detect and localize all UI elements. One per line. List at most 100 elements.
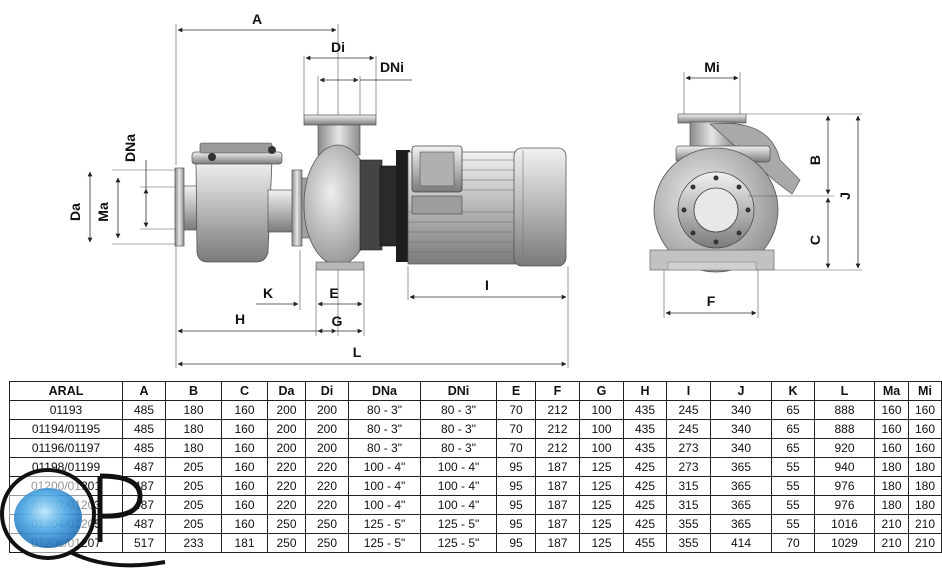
table-cell-mi: 160	[908, 400, 942, 420]
table-cell-dna: 100 - 4"	[348, 495, 421, 515]
table-cell-e: 95	[496, 495, 536, 515]
table-cell-b: 180	[165, 419, 222, 439]
table-cell-g: 100	[579, 438, 624, 458]
table-cell-da: 200	[267, 419, 306, 439]
table-cell-f: 187	[535, 495, 580, 515]
table-cell-a: 485	[122, 419, 166, 439]
table-cell-i: 315	[666, 476, 711, 496]
table-cell-b: 205	[165, 476, 222, 496]
table-cell-j: 340	[710, 419, 772, 439]
table-cell-j: 365	[710, 495, 772, 515]
table-cell-h: 435	[623, 438, 667, 458]
table-cell-i: 245	[666, 400, 711, 420]
table-cell-g: 125	[579, 457, 624, 477]
side-view-dimensions: A Di DNi DNa Da Ma K E	[67, 11, 569, 368]
table-cell-l: 888	[814, 400, 875, 420]
table-cell-b: 233	[165, 533, 222, 553]
table-cell-l: 1029	[814, 533, 875, 553]
table-cell-g: 125	[579, 495, 624, 515]
column-header-j: J	[710, 381, 772, 401]
table-cell-i: 355	[666, 533, 711, 553]
table-cell-i: 273	[666, 438, 711, 458]
table-row: 01206/01207517233181250250125 - 5"125 - …	[9, 533, 942, 553]
table-cell-f: 187	[535, 476, 580, 496]
table-cell-k: 65	[771, 419, 815, 439]
table-cell-h: 425	[623, 457, 667, 477]
table-cell-k: 55	[771, 457, 815, 477]
table-cell-j: 340	[710, 400, 772, 420]
table-cell-c: 160	[221, 514, 268, 534]
table-cell-mi: 210	[908, 533, 942, 553]
table-cell-di: 250	[305, 533, 349, 553]
table-cell-j: 365	[710, 457, 772, 477]
column-header-ma: Ma	[874, 381, 909, 401]
dim-label-L: L	[353, 344, 362, 360]
table-cell-e: 70	[496, 400, 536, 420]
table-cell-mi: 180	[908, 495, 942, 515]
table-cell-l: 1016	[814, 514, 875, 534]
table-cell-da: 200	[267, 438, 306, 458]
column-header-e: E	[496, 381, 536, 401]
table-cell-da: 250	[267, 514, 306, 534]
dim-label-Ma: Ma	[95, 202, 111, 222]
dim-label-E: E	[329, 285, 338, 301]
dim-label-Mi: Mi	[704, 59, 720, 75]
table-cell-i: 315	[666, 495, 711, 515]
column-header-mi: Mi	[908, 381, 942, 401]
table-cell-da: 220	[267, 495, 306, 515]
table-cell-j: 340	[710, 438, 772, 458]
table-cell-b: 205	[165, 495, 222, 515]
side-view-pump	[174, 114, 567, 271]
table-cell-h: 435	[623, 419, 667, 439]
dim-label-I: I	[485, 277, 489, 293]
table-cell-dni: 100 - 4"	[420, 495, 497, 515]
column-header-dni: DNi	[420, 381, 497, 401]
table-cell-h: 455	[623, 533, 667, 553]
table-cell-b: 180	[165, 438, 222, 458]
table-cell-mi: 160	[908, 438, 942, 458]
table-cell-k: 55	[771, 476, 815, 496]
dim-label-C: C	[807, 235, 823, 245]
table-cell-g: 100	[579, 400, 624, 420]
table-cell-l: 976	[814, 495, 875, 515]
table-cell-h: 435	[623, 400, 667, 420]
table-cell-dna: 125 - 5"	[348, 533, 421, 553]
table-cell-di: 250	[305, 514, 349, 534]
table-cell-f: 212	[535, 419, 580, 439]
column-header-h: H	[623, 381, 667, 401]
table-cell-c: 160	[221, 438, 268, 458]
table-cell-l: 940	[814, 457, 875, 477]
table-cell-i: 273	[666, 457, 711, 477]
table-cell-dni: 80 - 3"	[420, 400, 497, 420]
table-cell-e: 95	[496, 514, 536, 534]
table-cell-mi: 180	[908, 457, 942, 477]
table-cell-a: 487	[122, 457, 166, 477]
table-cell-e: 95	[496, 457, 536, 477]
column-header-f: F	[535, 381, 580, 401]
table-cell-dna: 100 - 4"	[348, 476, 421, 496]
table-cell-dna: 80 - 3"	[348, 438, 421, 458]
column-header-dna: DNa	[348, 381, 421, 401]
front-view-dimensions: Mi B C J F	[663, 59, 862, 318]
table-cell-ma: 210	[874, 533, 909, 553]
table-cell-di: 220	[305, 457, 349, 477]
table-cell-i: 355	[666, 514, 711, 534]
table-cell-k: 55	[771, 495, 815, 515]
table-cell-mi: 180	[908, 476, 942, 496]
table-cell-dna: 80 - 3"	[348, 419, 421, 439]
table-cell-e: 95	[496, 533, 536, 553]
table-cell-c: 181	[221, 533, 268, 553]
table-cell-f: 212	[535, 400, 580, 420]
table-cell-dni: 100 - 4"	[420, 476, 497, 496]
table-cell-b: 205	[165, 514, 222, 534]
table-cell-b: 205	[165, 457, 222, 477]
table-cell-dna: 100 - 4"	[348, 457, 421, 477]
table-cell-dna: 80 - 3"	[348, 400, 421, 420]
table-cell-di: 200	[305, 419, 349, 439]
table-cell-j: 414	[710, 533, 772, 553]
